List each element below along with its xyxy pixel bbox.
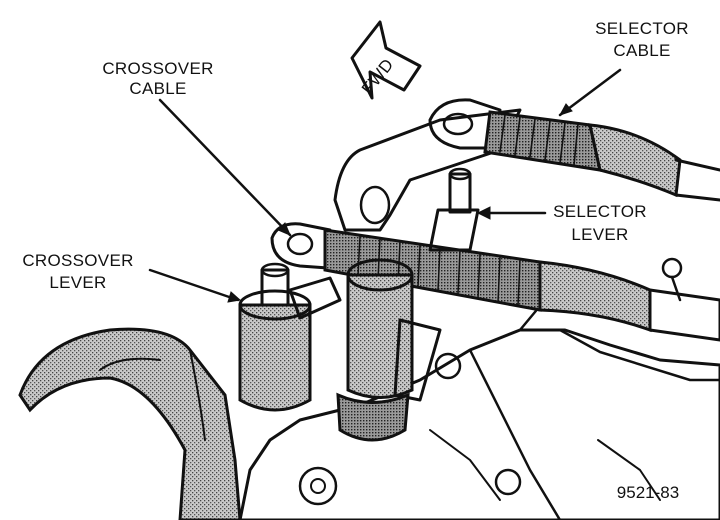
leader-lines	[148, 68, 622, 303]
selector-cable-label-line2: CABLE	[613, 41, 670, 60]
left-housing-flange	[18, 327, 242, 520]
crossover-cable-label-line1: CROSSOVER	[102, 59, 213, 78]
crossover-cable-label-line2: CABLE	[129, 79, 186, 98]
label-selector-lever: SELECTOR LEVER	[553, 202, 647, 244]
selector-lever-label-line2: LEVER	[571, 225, 628, 244]
crossover-cable	[270, 222, 720, 342]
selector-cable	[428, 98, 720, 202]
selector-lever	[428, 167, 480, 252]
selector-lever-label-line1: SELECTOR	[553, 202, 647, 221]
shift-shaft-cylinder	[336, 258, 442, 442]
label-crossover-cable: CROSSOVER CABLE	[102, 59, 213, 98]
crossover-lever-label-line2: LEVER	[49, 273, 106, 292]
selector-cable-label-line1: SELECTOR	[595, 19, 689, 38]
fwd-arrow-icon: FWD	[350, 20, 422, 100]
figure-number: 9521-83	[617, 483, 679, 502]
label-crossover-lever: CROSSOVER LEVER	[22, 251, 133, 292]
crossover-lever-label-line1: CROSSOVER	[22, 251, 133, 270]
fwd-label: FWD	[358, 55, 397, 98]
label-selector-cable: SELECTOR CABLE	[595, 19, 689, 60]
transmission-housing	[238, 288, 720, 520]
crossover-lever	[238, 262, 342, 412]
